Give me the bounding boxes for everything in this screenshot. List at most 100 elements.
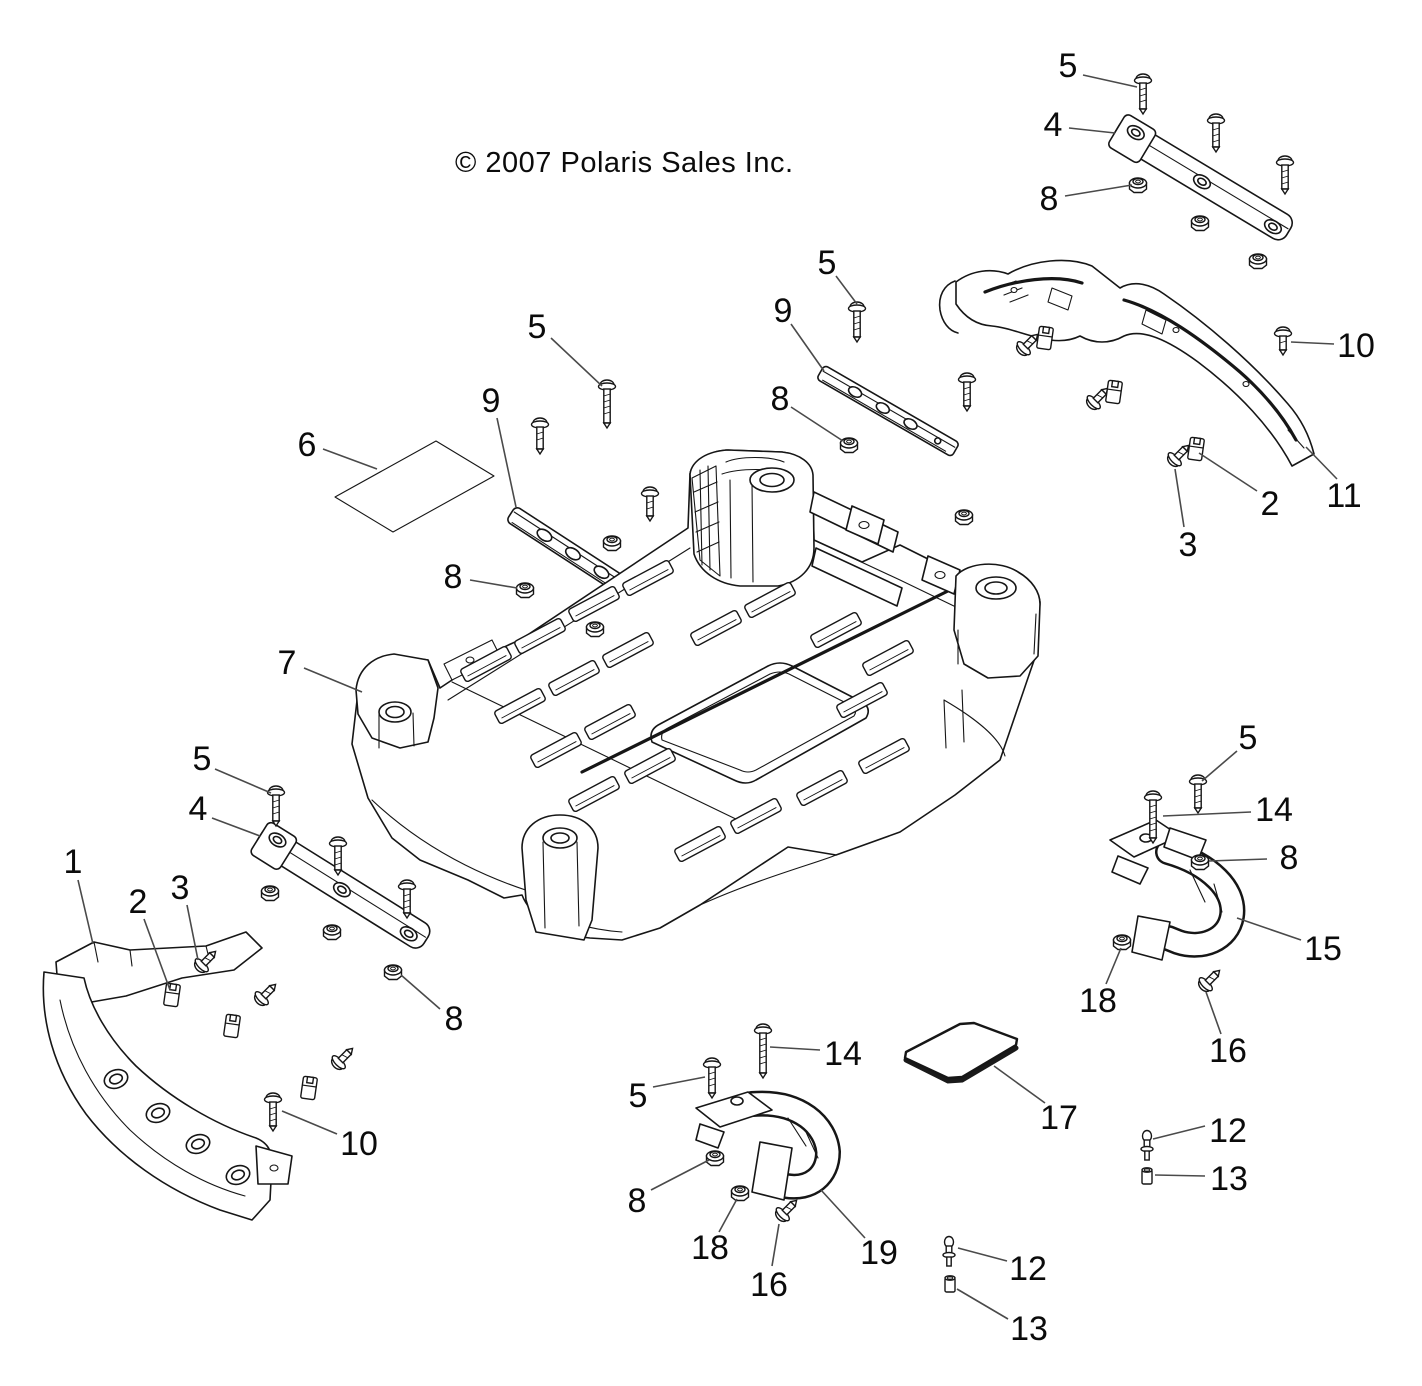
floor-boss [602, 631, 654, 669]
leader-line [496, 417, 517, 508]
callout-label: 12 [1209, 1112, 1247, 1150]
fastener-u-clip [1187, 436, 1205, 462]
fastener-flange-nut [260, 885, 280, 902]
callout-label: 10 [340, 1125, 378, 1163]
callout-label: 3 [171, 869, 190, 907]
fastener-screw-small [1085, 387, 1109, 411]
leader-line [400, 974, 441, 1010]
leader-line [303, 667, 363, 693]
fastener-screw [530, 417, 550, 456]
floor-bosses [460, 559, 914, 863]
callout-label: 8 [444, 558, 463, 596]
fastener-flange-nut [705, 1150, 725, 1167]
leader-line [281, 1110, 338, 1135]
callout-label: 11 [1326, 477, 1361, 515]
floor-boss [862, 639, 914, 677]
fastener-screw [702, 1057, 722, 1100]
fastener-screw-small [253, 983, 277, 1007]
callout-label: 15 [1304, 930, 1342, 968]
leader-line [771, 1223, 780, 1267]
floor-boss [730, 797, 782, 835]
callout-label: 13 [1210, 1160, 1248, 1198]
upper-rail [938, 259, 1315, 467]
callout-label: 17 [1040, 1099, 1078, 1137]
floor-boss [690, 609, 742, 647]
callout-label: 8 [771, 380, 790, 418]
fastener-u-clip [223, 1013, 241, 1039]
leader-line [469, 579, 518, 589]
fastener-screw [263, 1092, 283, 1133]
leader-line [652, 1076, 706, 1088]
support-strip-top [817, 365, 959, 457]
fastener-screw-small [774, 1199, 798, 1223]
leader-line [1154, 1174, 1206, 1177]
leader-line [186, 904, 199, 961]
callout-label: 8 [628, 1182, 647, 1220]
callout-label: 5 [1059, 47, 1078, 85]
leader-line [957, 1247, 1008, 1262]
grab-handle-center [695, 1090, 842, 1201]
leader-line [650, 1159, 710, 1191]
leader-line [1068, 127, 1116, 134]
fasteners-layer [163, 73, 1295, 1293]
fastener-screw-small [1197, 969, 1221, 993]
fastener-u-clip [1036, 325, 1054, 351]
fastener-flange-nut [602, 535, 622, 552]
floor-boss [744, 581, 796, 619]
copyright-text: © 2007 Polaris Sales Inc. [455, 147, 794, 179]
fastener-screw [397, 879, 417, 920]
floor-boss [796, 769, 848, 807]
leader-line [1064, 184, 1133, 197]
leader-line [769, 1046, 821, 1051]
callout-label: 2 [1261, 485, 1280, 523]
leader-line [1198, 452, 1258, 492]
floor-boss [568, 775, 620, 813]
callout-label: 8 [1040, 180, 1059, 218]
leader-line [1290, 341, 1335, 345]
fastener-push-pin [942, 1235, 956, 1267]
floor-boss [530, 731, 582, 769]
fastener-flange-nut [383, 964, 403, 981]
leader-line [143, 918, 171, 991]
leader-line [1082, 74, 1138, 88]
fastener-screw-small [1015, 333, 1039, 357]
callout-label: 5 [818, 244, 837, 282]
callout-label: 5 [193, 740, 212, 778]
fastener-push-pin [1140, 1129, 1154, 1161]
callout-label: 12 [1009, 1250, 1047, 1288]
fastener-screw [597, 379, 617, 430]
fastener-screw-small [193, 950, 217, 974]
fastener-flange-nut [839, 437, 859, 454]
leader-line [550, 337, 603, 387]
leader-line [1174, 468, 1185, 528]
callout-label: 10 [1337, 327, 1375, 365]
fastener-screw [640, 486, 660, 523]
callout-label: 18 [691, 1229, 729, 1267]
rear-bumper [42, 931, 293, 1221]
callout-label: 18 [1079, 982, 1117, 1020]
fastener-flange-nut [585, 621, 605, 638]
fastener-flange-nut [515, 582, 535, 599]
fastener-screw [1273, 326, 1293, 357]
fastener-screw [847, 301, 867, 344]
leader-line [214, 768, 272, 794]
mount-bracket-left [250, 821, 431, 949]
fastener-u-clip [300, 1075, 318, 1101]
floor-boss [624, 747, 676, 785]
leader-line [820, 1189, 866, 1239]
fastener-flange-nut [954, 509, 974, 526]
fastener-screw [266, 785, 286, 828]
leader-line [1152, 1125, 1206, 1140]
leader-line [790, 323, 825, 372]
fastener-screw-small [1166, 444, 1190, 468]
fastener-well-nut [1141, 1167, 1153, 1185]
callout-label: 16 [1209, 1032, 1247, 1070]
floor-boss [674, 825, 726, 863]
decal-part [334, 440, 495, 533]
floor-boss [836, 681, 888, 719]
leader-line [77, 879, 94, 945]
leader-line [211, 817, 261, 837]
callout-label: 2 [129, 883, 148, 921]
callout-label: 7 [278, 644, 297, 682]
